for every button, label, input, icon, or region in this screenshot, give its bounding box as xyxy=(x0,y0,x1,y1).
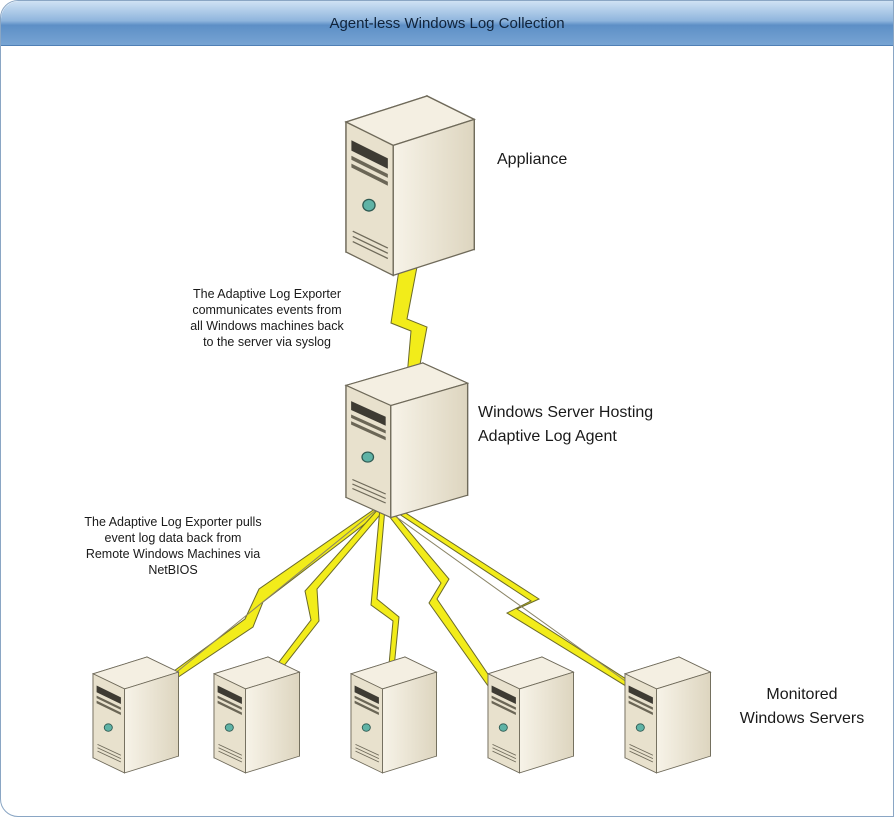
monitored-label-line2: Windows Servers xyxy=(740,710,864,727)
syslog-note-line: all Windows machines back xyxy=(190,319,344,333)
server-icon xyxy=(487,656,574,774)
syslog-note: The Adaptive Log Exporter communicates e… xyxy=(190,287,344,349)
server-icon xyxy=(92,656,179,774)
syslog-note-line: communicates events from xyxy=(192,303,341,317)
appliance-label: Appliance xyxy=(497,151,567,168)
syslog-note-line: The Adaptive Log Exporter xyxy=(193,287,341,301)
netbios-note-line: The Adaptive Log Exporter pulls xyxy=(84,515,261,529)
host-label-line1: Windows Server Hosting xyxy=(478,404,653,421)
server-icon xyxy=(345,95,475,277)
netbios-note: The Adaptive Log Exporter pulls event lo… xyxy=(84,515,261,577)
monitored-label-line1: Monitored xyxy=(766,686,837,703)
server-icon xyxy=(350,656,437,774)
netbios-note-line: Remote Windows Machines via xyxy=(86,547,260,561)
netbios-note-line: event log data back from xyxy=(105,531,242,545)
title-bar: Agent-less Windows Log Collection xyxy=(1,1,893,46)
netbios-note-line: NetBIOS xyxy=(148,563,197,577)
server-icon xyxy=(624,656,711,774)
diagram-title: Agent-less Windows Log Collection xyxy=(329,14,565,32)
server-icon xyxy=(345,362,469,519)
server-icon xyxy=(213,656,300,774)
syslog-note-line: to the server via syslog xyxy=(203,335,331,349)
host-label-line2: Adaptive Log Agent xyxy=(478,428,617,445)
